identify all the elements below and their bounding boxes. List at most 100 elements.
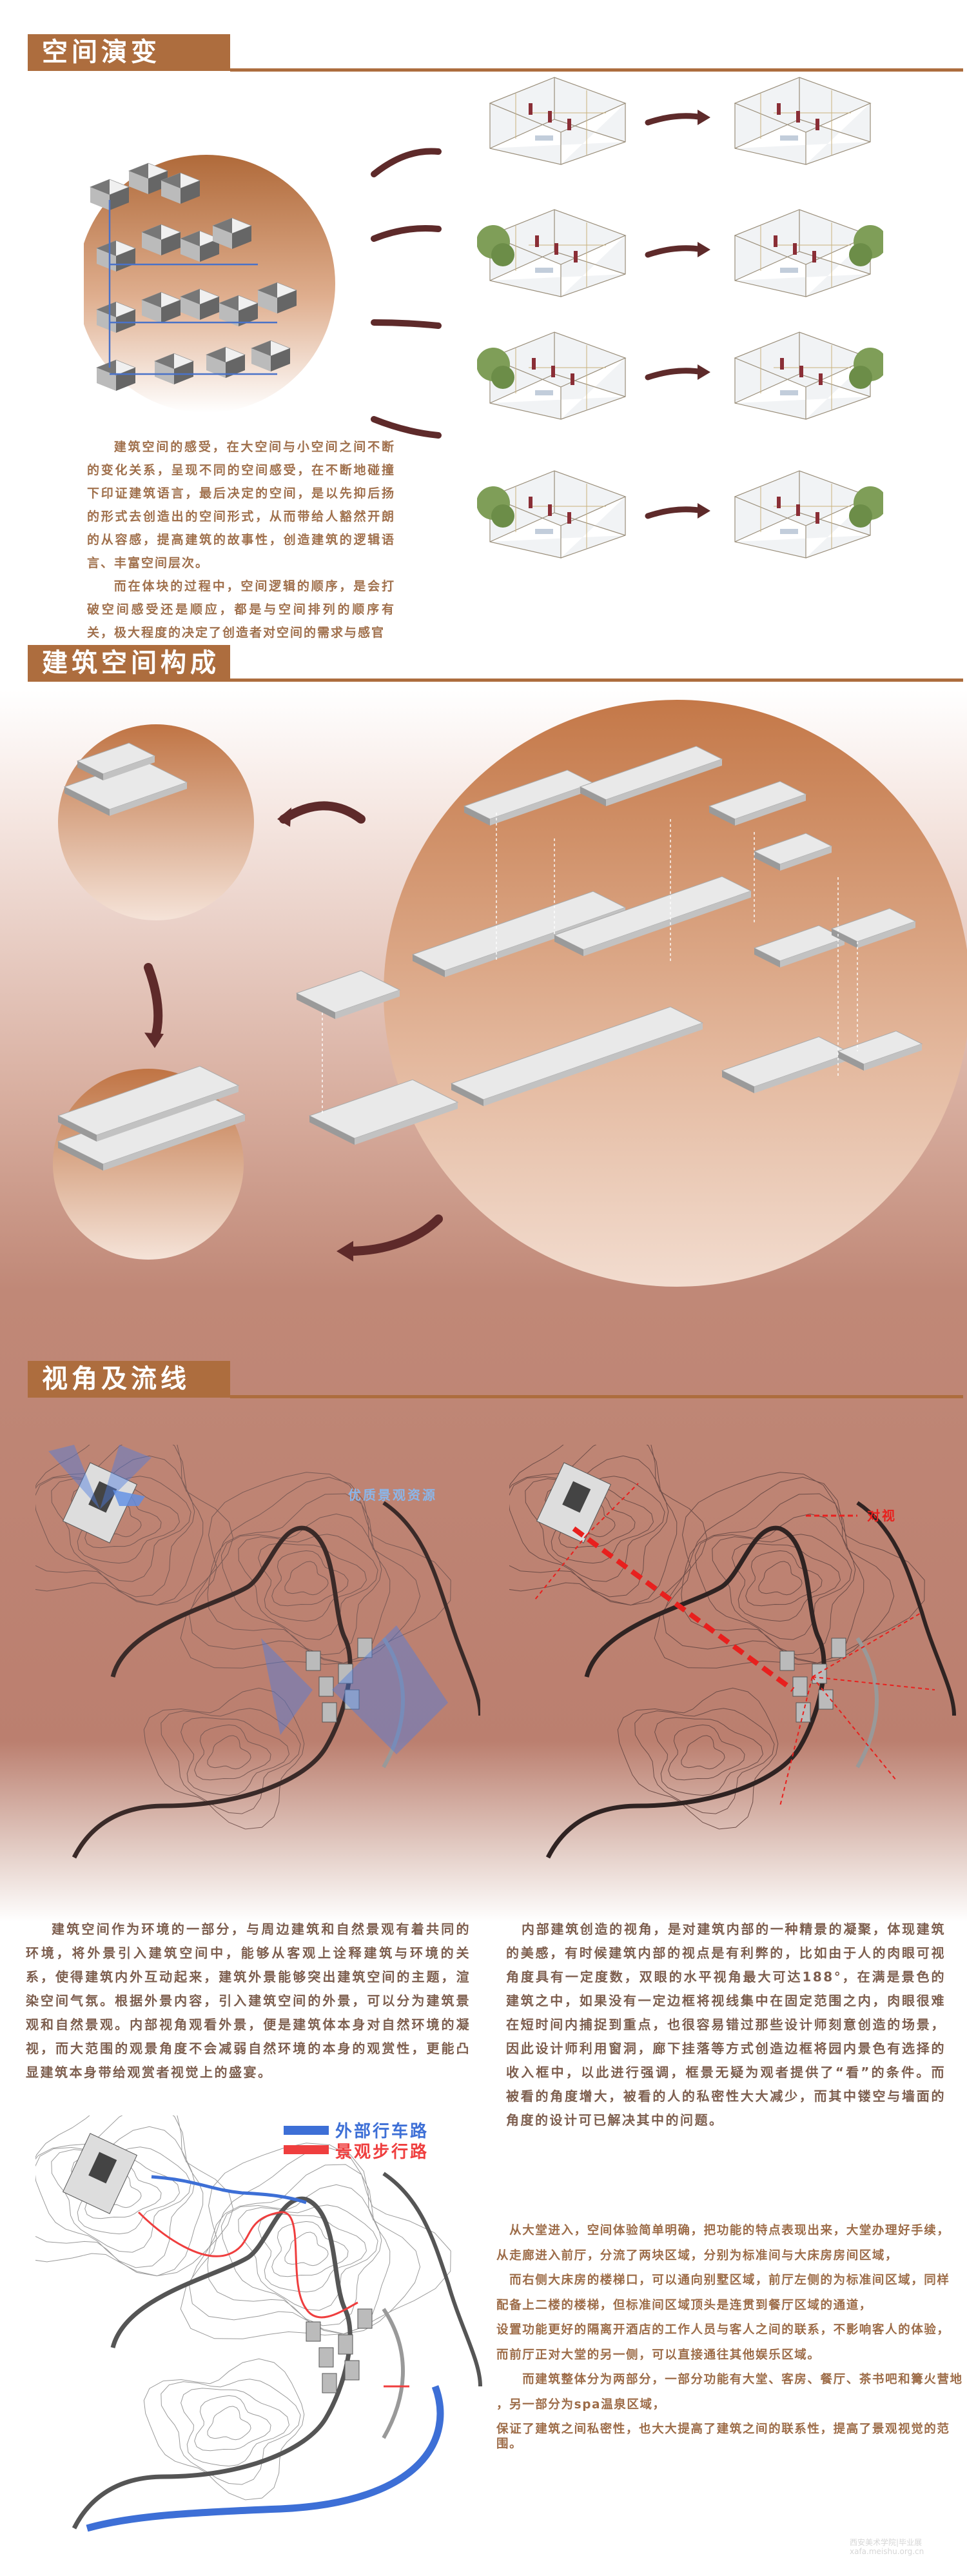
contour-line bbox=[35, 2115, 204, 2277]
section-title-space-evolution: 空间演变 bbox=[28, 34, 230, 71]
sightline-arrow bbox=[586, 1483, 639, 1536]
floor-plate bbox=[411, 891, 627, 977]
floor-plate bbox=[721, 1036, 852, 1093]
circulation-text-line: ，另一部分为spa温泉区域， bbox=[496, 2397, 666, 2412]
views-text-right: 内部建筑创造的视角，是对建筑内部的一种精景的凝聚，体现建筑的美感，有时候建筑内部… bbox=[506, 1921, 946, 2128]
massing-block bbox=[250, 340, 291, 372]
massing-evolution-diagram bbox=[84, 155, 335, 413]
building-cluster-top bbox=[62, 1462, 138, 1543]
figure-icon bbox=[816, 119, 819, 130]
figure-icon bbox=[777, 103, 781, 115]
map-label-quality-landscape: 优质景观资源 bbox=[348, 1487, 437, 1503]
wireframe-frame bbox=[489, 332, 627, 420]
contour-line bbox=[35, 1445, 204, 1606]
massing-block bbox=[95, 359, 137, 391]
circulation-text-line: 设置功能更好的隔离开酒店的工作人员与客人之间的联系，不影响客人的体验， bbox=[496, 2323, 950, 2337]
contour-line bbox=[143, 2358, 305, 2501]
tree-icon bbox=[491, 243, 514, 266]
contour-line bbox=[654, 1472, 925, 1669]
model-top bbox=[63, 759, 188, 816]
mutual-view-map bbox=[509, 1445, 956, 1859]
sightline-arrow bbox=[812, 1676, 897, 1781]
evolution-text: 建筑空间的感受，在大空间与小空间之间不断的变化关系，呈现不同的空间感受，在不断地… bbox=[87, 435, 395, 644]
figure-icon bbox=[529, 103, 532, 115]
circulation-text-line: 而建筑整体分为两部分，一部分功能有大堂、客房、餐厅、茶书吧和篝火营地 bbox=[496, 2373, 963, 2386]
sightline-arrow bbox=[534, 1534, 587, 1600]
figure-icon bbox=[780, 358, 784, 370]
water-icon bbox=[535, 135, 553, 141]
building-cluster-bottom bbox=[306, 2308, 373, 2393]
contour-line bbox=[180, 2143, 451, 2339]
vehicle-road-path bbox=[86, 2385, 444, 2532]
landscape-legend-icon bbox=[113, 1490, 145, 1506]
evolution-paragraph-2: 而在体块的过程中，空间逻辑的顺序，是会打破空间感受还是顺应，都是与空间排列的顺序… bbox=[87, 579, 395, 640]
water-icon bbox=[780, 268, 798, 273]
figure-icon bbox=[551, 366, 555, 377]
figure-icon bbox=[799, 366, 803, 377]
contour-line bbox=[509, 1445, 678, 1606]
water-icon bbox=[535, 390, 553, 395]
evolution-paragraph-1: 建筑空间的感受，在大空间与小空间之间不断的变化关系，呈现不同的空间感受，在不断地… bbox=[87, 440, 395, 570]
map-label-mutual-view: 对视 bbox=[867, 1508, 897, 1523]
arrow-down-icon bbox=[144, 963, 163, 1043]
contour-line bbox=[681, 1493, 864, 1664]
figure-icon bbox=[567, 512, 571, 524]
figure-icon bbox=[535, 235, 539, 247]
floor-plate bbox=[295, 970, 401, 1019]
contour-line bbox=[271, 2221, 349, 2277]
section-divider bbox=[230, 1395, 963, 1398]
contour-line bbox=[161, 2379, 301, 2485]
figure-icon bbox=[532, 358, 536, 370]
arrow-left-icon bbox=[344, 1214, 443, 1256]
contour-line bbox=[220, 1513, 382, 1656]
arrow-right-icon bbox=[371, 416, 442, 439]
circulation-text-line: 从大堂进入，空间体验简单明确，把功能的特点表现出来，大堂办理好手续， bbox=[496, 2224, 950, 2237]
coastline bbox=[545, 1525, 826, 1859]
model-bottom-roof bbox=[57, 1065, 240, 1142]
massing-block bbox=[89, 179, 130, 210]
circulation-text-line: 配备上二楼的楼梯，但标准间区域顶头是连贯到餐厅区域的通道， bbox=[496, 2298, 872, 2312]
view-cone bbox=[48, 1445, 100, 1509]
figure-icon bbox=[812, 251, 816, 263]
mutual-view-arrow bbox=[572, 1526, 795, 1692]
axonometric-sketch bbox=[734, 77, 872, 165]
axonometric-sketch bbox=[734, 470, 883, 559]
contour-line bbox=[712, 1534, 852, 1640]
contour-line bbox=[654, 1717, 763, 1796]
tree-icon bbox=[491, 366, 514, 389]
wireframe-frame bbox=[489, 77, 627, 165]
exploded-axonometric-diagram bbox=[53, 700, 967, 1287]
figure-icon bbox=[554, 243, 558, 255]
massing-block bbox=[179, 288, 220, 320]
contour-line bbox=[617, 1687, 779, 1830]
section-divider bbox=[230, 68, 963, 72]
circulation-text-line: 保证了建筑之间私密性，也大大提高了建筑之间的联系性，提高了景观视觉的范 bbox=[496, 2422, 950, 2436]
wireframe-frame bbox=[489, 470, 627, 559]
contour-line bbox=[509, 1455, 669, 1598]
watermark-school: 西安美术学院 bbox=[850, 2538, 897, 2547]
watermark-url: xafa.meishu.org.cn bbox=[850, 2547, 924, 2556]
contour-line bbox=[143, 1687, 305, 1830]
vehicle-road-path bbox=[151, 2175, 307, 2204]
view-cone bbox=[100, 1445, 151, 1509]
massing-block bbox=[218, 295, 259, 326]
arrow-right-icon bbox=[645, 503, 710, 519]
circulation-map bbox=[35, 2115, 482, 2532]
axonometric-sketch bbox=[477, 470, 627, 559]
curved-walkway bbox=[855, 1637, 879, 1769]
section-title-view-and-circulation: 视角及流线 bbox=[28, 1361, 230, 1398]
contour-line bbox=[35, 2115, 234, 2277]
contour-line bbox=[35, 1445, 234, 1606]
arrow-left-icon bbox=[279, 801, 366, 824]
view-cone bbox=[332, 1625, 448, 1754]
axonometric-sketch bbox=[734, 332, 883, 420]
circulation-text: 从大堂进入，空间体验简单明确，把功能的特点表现出来，大堂办理好手续，从走廊进入前… bbox=[496, 2219, 963, 2457]
massing-block bbox=[257, 282, 298, 313]
contour-line bbox=[284, 1561, 329, 1596]
section-title-space-composition: 建筑空间构成 bbox=[28, 645, 230, 682]
watermark-event: 毕业展 bbox=[899, 2538, 923, 2547]
figure-icon bbox=[571, 373, 574, 385]
watermark: 西安美术学院|毕业展 xafa.meishu.org.cn bbox=[850, 2538, 924, 2556]
tree-icon bbox=[849, 243, 872, 266]
legend-swatch-blue bbox=[284, 2126, 329, 2135]
